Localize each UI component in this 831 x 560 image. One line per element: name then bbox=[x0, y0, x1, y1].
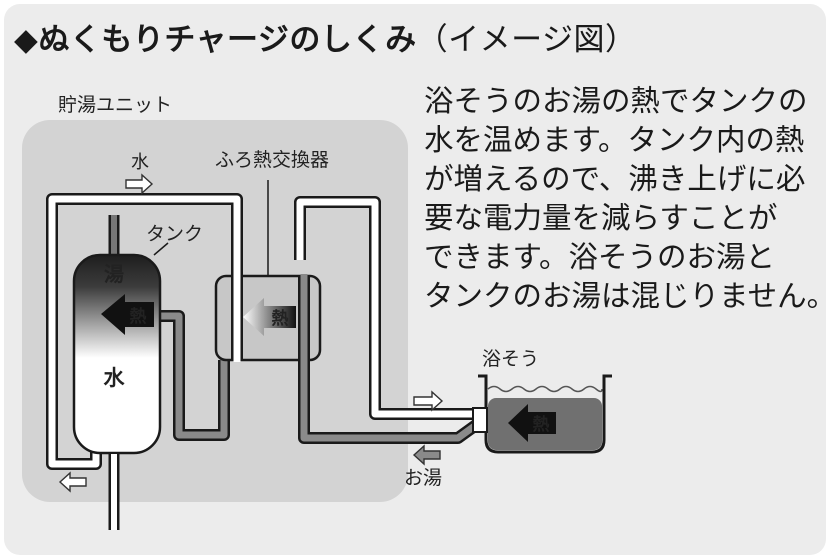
heat-exchanger-label: ふろ熱交換器 bbox=[215, 149, 329, 171]
water-flow-label: 水 bbox=[131, 152, 149, 173]
bath-heat-label: 熱 bbox=[533, 414, 550, 435]
bath-water-surface bbox=[487, 385, 603, 393]
description-line-2: 水を温めます。タンク内の熱 bbox=[424, 123, 805, 157]
bathtub-label: 浴そう bbox=[482, 348, 539, 370]
outflow-arrow-icon bbox=[58, 471, 87, 493]
tank-water-label: 水 bbox=[104, 366, 126, 390]
bath-supply-pipe bbox=[294, 196, 478, 420]
to-bath-arrow-icon bbox=[413, 390, 444, 412]
water-flow-arrow-icon bbox=[125, 173, 154, 195]
title-suffix: （イメージ図） bbox=[416, 22, 637, 58]
warm-water-pipe bbox=[156, 310, 230, 441]
tank-leader-line bbox=[153, 242, 169, 256]
exchanger-heat-label: 熱 bbox=[272, 308, 289, 329]
hot-water-return-label: お湯 bbox=[404, 467, 442, 489]
title-main: ◆ぬくもりチャージのしくみ bbox=[14, 22, 417, 58]
description: 浴そうのお湯の熱でタンクの 水を温めます。タンク内の熱 が増えるので、沸き上げに… bbox=[424, 82, 831, 316]
cold-water-pipe bbox=[46, 193, 243, 470]
bath-return-pipe bbox=[298, 360, 480, 444]
page-title: ◆ぬくもりチャージのしくみ（イメージ図） bbox=[14, 14, 637, 59]
description-line-5: できます。浴そうのお湯と bbox=[424, 240, 776, 274]
exchanger-heat-arrow: 熱 bbox=[243, 298, 296, 336]
tank-hot-label: 湯 bbox=[104, 262, 124, 286]
bath-heat-arrow: 熱 bbox=[508, 404, 556, 442]
description-line-1: 浴そうのお湯の熱でタンクの bbox=[424, 84, 808, 118]
storage-unit-label: 貯湯ユニット bbox=[58, 94, 172, 116]
bath-adapter bbox=[472, 407, 488, 433]
tank-label: タンク bbox=[146, 223, 203, 245]
from-bath-arrow-icon bbox=[412, 444, 441, 466]
description-line-6: タンクのお湯は混じりません。 bbox=[424, 279, 831, 313]
tank-heat-label: 熱 bbox=[130, 306, 147, 327]
description-line-3: が増えるので、沸き上げに必 bbox=[424, 162, 806, 196]
tank-heat-arrow: 熱 bbox=[101, 294, 154, 335]
description-line-4: 要な電力量を減らすことが bbox=[424, 201, 778, 235]
